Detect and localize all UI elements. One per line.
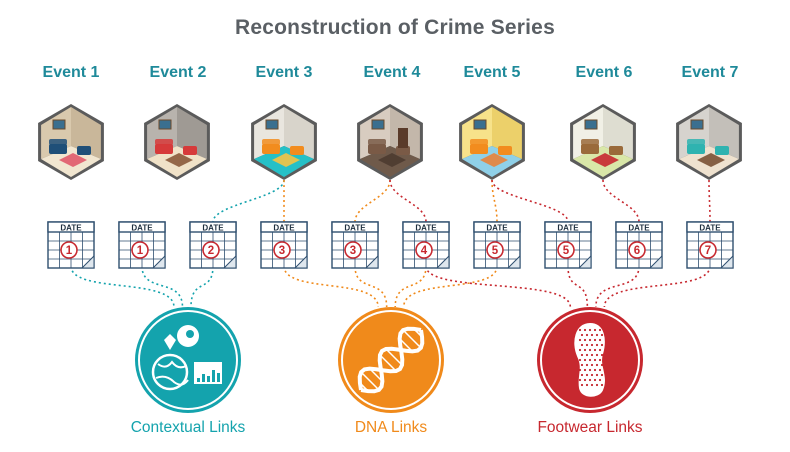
date-calendar-6: DATE 4: [402, 221, 450, 269]
date-calendar-5: DATE 3: [331, 221, 379, 269]
date-calendar-7: DATE 5: [473, 221, 521, 269]
footwear-links-hub: [537, 307, 643, 413]
contextual-links-hub: [135, 307, 241, 413]
globe-profile-chart-icon: [151, 325, 222, 391]
calendar-date-number: 4: [421, 245, 428, 257]
calendar-date-header: DATE: [131, 223, 153, 232]
date-to-hub-link: [141, 265, 184, 308]
calendar-date-number: 5: [563, 245, 570, 257]
room-to-date-link: [354, 179, 391, 223]
calendar-date-number: 2: [208, 245, 214, 257]
dna-links-hub: [338, 307, 444, 413]
calendar-date-header: DATE: [415, 223, 437, 232]
calendar-date-number: 1: [137, 245, 144, 257]
dna-links-label: DNA Links: [354, 419, 428, 436]
date-to-hub-link: [402, 265, 498, 308]
event-7-room-image: [676, 104, 742, 180]
calendar-date-number: 1: [66, 245, 73, 257]
event-5-label: Event 5: [463, 64, 521, 81]
footwear-links-label: Footwear Links: [537, 419, 643, 436]
calendar-date-header: DATE: [699, 223, 721, 232]
room-to-date-link: [602, 179, 640, 223]
date-calendar-2: DATE 1: [118, 221, 166, 269]
date-calendar-8: DATE 5: [544, 221, 592, 269]
date-to-hub-link: [354, 265, 388, 308]
calendar-date-header: DATE: [486, 223, 508, 232]
calendar-date-number: 7: [705, 245, 711, 257]
date-to-hub-link: [603, 265, 711, 308]
dna-helix-icon: [357, 326, 425, 394]
date-to-hub-link: [595, 265, 640, 308]
date-to-hub-link: [425, 265, 572, 308]
event-4-label: Event 4: [363, 64, 421, 81]
event-6-label: Event 6: [575, 64, 633, 81]
event-6-room-image: [570, 104, 636, 180]
calendar-date-header: DATE: [628, 223, 650, 232]
date-calendar-3: DATE 2: [189, 221, 237, 269]
calendar-date-header: DATE: [557, 223, 579, 232]
crime-scene-rooms: [38, 104, 742, 180]
event-3-room-image: [251, 104, 317, 180]
shoe-sole-icon: [574, 322, 605, 397]
date-to-hub-link: [283, 265, 379, 308]
event-5-room-image: [459, 104, 525, 180]
date-to-hub-link: [70, 265, 175, 308]
date-to-hub-link: [190, 265, 214, 308]
event-2-room-image: [144, 104, 210, 180]
calendar-date-number: 3: [350, 245, 356, 257]
event-4-room-image: [357, 104, 423, 180]
room-to-date-link: [389, 179, 427, 223]
connection-lines: [70, 179, 711, 308]
link-hubs: [135, 307, 643, 413]
calendar-date-header: DATE: [202, 223, 224, 232]
date-calendars: DATE 1 DATE 1 DATE 2 DATE 3 DATE 3 DATE 4 DATE 5 DATE 5…: [47, 221, 734, 269]
event-1-label: Event 1: [42, 64, 100, 81]
date-calendar-9: DATE 6: [615, 221, 663, 269]
room-to-date-link: [708, 179, 711, 223]
event-3-label: Event 3: [255, 64, 313, 81]
calendar-date-number: 3: [279, 245, 285, 257]
calendar-date-header: DATE: [344, 223, 366, 232]
calendar-date-header: DATE: [273, 223, 295, 232]
calendar-date-number: 5: [492, 245, 499, 257]
event-2-label: Event 2: [149, 64, 207, 81]
event-7-label: Event 7: [681, 64, 739, 81]
contextual-links-label: Contextual Links: [130, 419, 246, 436]
date-to-hub-link: [567, 265, 589, 308]
room-to-date-link: [491, 179, 569, 223]
room-to-date-link: [212, 179, 285, 223]
calendar-date-number: 6: [634, 245, 640, 257]
event-1-room-image: [38, 104, 104, 180]
calendar-date-header: DATE: [60, 223, 82, 232]
date-to-hub-link: [394, 265, 427, 308]
date-calendar-4: DATE 3: [260, 221, 308, 269]
date-calendar-10: DATE 7: [686, 221, 734, 269]
diagram-title: Reconstruction of Crime Series: [235, 16, 555, 39]
date-calendar-1: DATE 1: [47, 221, 95, 269]
room-to-date-link: [491, 179, 498, 223]
